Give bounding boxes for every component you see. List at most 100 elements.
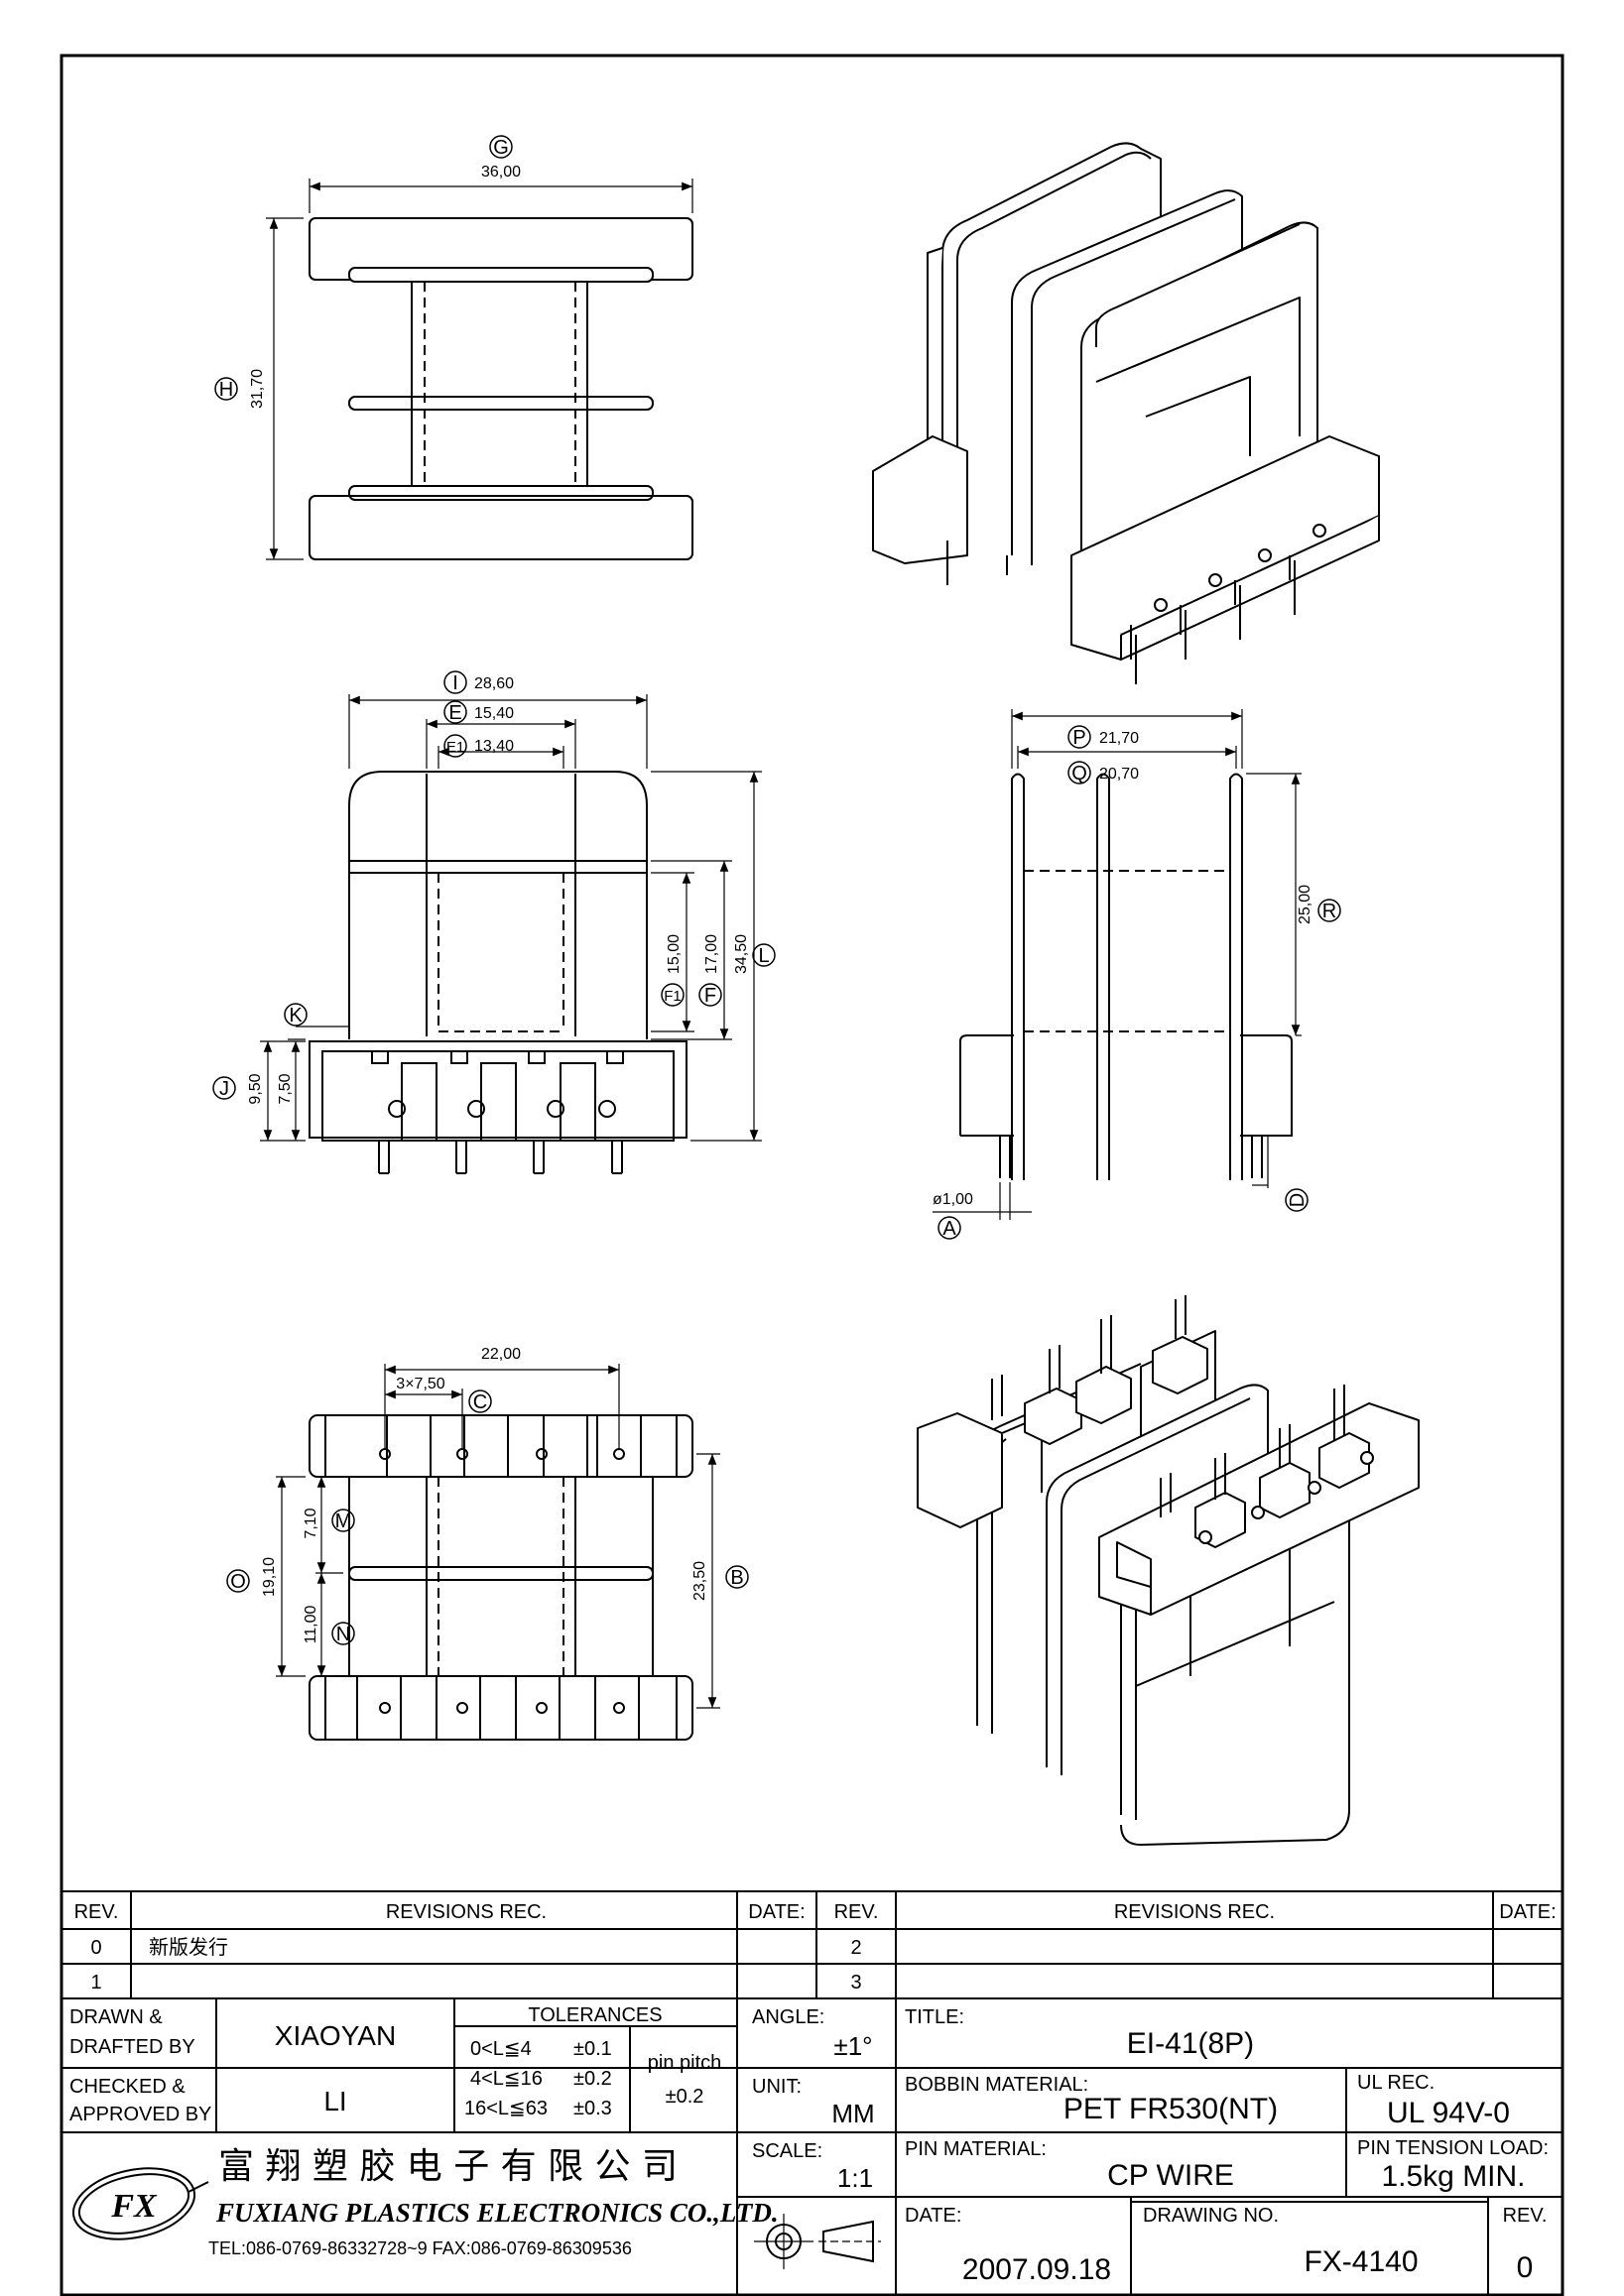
title-value: EI-41(8P) — [1127, 2027, 1254, 2060]
bobbin-value: PET FR530(NT) — [1063, 2093, 1278, 2125]
tol-row-2-range: 16<L≦63 — [464, 2098, 548, 2119]
rev-row-2-rev: 2 — [850, 1937, 861, 1959]
company-name-en: FUXIANG PLASTICS ELECTRONICS CO.,LTD. — [215, 2198, 779, 2228]
rev-row-0-rev: 0 — [90, 1937, 101, 1959]
tol-row-1-value: ±0.2 — [573, 2068, 612, 2090]
dim-o-bubble: O — [230, 1571, 246, 1593]
rev-label: REV. — [1503, 2205, 1548, 2227]
dim-l-value: 34,50 — [733, 934, 750, 974]
pin-pitch-value: ±0.2 — [666, 2086, 704, 2108]
dim-a-value: ø1,00 — [933, 1191, 973, 1208]
unit-value: MM — [831, 2099, 874, 2128]
drawn-label-1: DRAWN & — [69, 2006, 163, 2028]
company-name-cn: 富 翔 塑 胶 电 子 有 限 公 司 — [218, 2146, 678, 2187]
iso-view-top — [872, 142, 1380, 684]
angle-label: ANGLE: — [752, 2006, 824, 2028]
dim-q-value: 20,70 — [1099, 766, 1139, 783]
ul-label: UL REC. — [1357, 2072, 1435, 2094]
rev-header-left: REV. — [74, 1901, 119, 1923]
dim-g-value: 36,00 — [481, 164, 521, 181]
dim-j-value: 9,50 — [247, 1073, 264, 1104]
dim-i-bubble: I — [452, 672, 458, 694]
records-header-left: REVISIONS REC. — [386, 1901, 547, 1923]
dim-i-value: 28,60 — [474, 675, 514, 692]
dim-n-value: 11,00 — [303, 1605, 319, 1643]
dim-h-value: 31,70 — [249, 369, 266, 409]
company-contact: TEL:086-0769-86332728~9 FAX:086-0769-863… — [208, 2238, 632, 2258]
rev-value: 0 — [1517, 2251, 1534, 2284]
logo-text: FX — [110, 2188, 158, 2225]
pin-pitch-label: pin pitch — [648, 2052, 722, 2074]
dim-a-bubble: A — [942, 1218, 956, 1240]
title-label: TITLE: — [905, 2006, 964, 2028]
rev-row-0-record: 新版发行 — [149, 1936, 228, 1959]
drawn-label-2: DRAFTED BY — [69, 2036, 195, 2058]
dim-c-bubble: C — [473, 1391, 487, 1413]
checked-label-2: APPROVED BY — [69, 2104, 211, 2125]
front-view — [212, 670, 776, 1174]
projection-symbol — [754, 2214, 881, 2269]
records-header-right: REVISIONS REC. — [1114, 1901, 1275, 1923]
dim-p-bubble: P — [1072, 727, 1085, 749]
dim-j-bubble: J — [219, 1078, 229, 1100]
rev-row-3-rev: 3 — [850, 1972, 861, 1994]
dim-e-value: 15,40 — [474, 705, 514, 722]
sheet-border — [60, 54, 1564, 2296]
dim-f-bubble: F — [704, 985, 716, 1007]
dim-q-bubble: Q — [1071, 763, 1087, 785]
dim-r-bubble: R — [1322, 901, 1336, 922]
dim-g-bubble: G — [493, 137, 509, 159]
tol-row-1-range: 4<L≦16 — [470, 2068, 543, 2090]
dim-b-bubble: B — [730, 1567, 743, 1589]
date-header-right: DATE: — [1499, 1901, 1556, 1923]
dim-e1-bubble: E1 — [446, 739, 464, 756]
title-block-grid — [62, 1890, 1562, 2295]
scale-value: 1:1 — [837, 2163, 873, 2193]
ul-value: UL 94V-0 — [1387, 2097, 1510, 2129]
dim-l-bubble: L — [758, 945, 769, 967]
dim-m-value: 7,10 — [303, 1508, 319, 1538]
company-logo — [71, 2167, 209, 2240]
dim-o-value: 19,10 — [261, 1557, 278, 1597]
rev-row-1-rev: 1 — [90, 1972, 101, 1994]
pin-tension-value: 1.5kg MIN. — [1381, 2160, 1525, 2193]
dim-r-value: 25,00 — [1297, 885, 1313, 924]
dim-n-bubble: N — [336, 1624, 350, 1645]
dim-f1-bubble: F1 — [664, 988, 682, 1005]
drawing-no-value: FX-4140 — [1304, 2245, 1418, 2278]
rev-header-right: REV. — [834, 1901, 879, 1923]
dim-c-value: 3×7,50 — [396, 1376, 444, 1392]
date-header-left: DATE: — [748, 1901, 805, 1923]
bottom-view — [226, 1364, 749, 1741]
tol-row-0-value: ±0.1 — [573, 2038, 612, 2060]
dim-e1-value: 13,40 — [474, 738, 514, 755]
pin-material-value: CP WIRE — [1107, 2159, 1234, 2192]
checked-value: LI — [323, 2086, 346, 2116]
top-view — [214, 135, 693, 560]
date-value: 2007.09.18 — [962, 2253, 1111, 2286]
dim-p-value: 21,70 — [1099, 730, 1139, 747]
drawn-value: XIAOYAN — [275, 2020, 396, 2051]
dim-e-bubble: E — [448, 702, 461, 724]
iso-view-bottom — [917, 1295, 1420, 1846]
dim-k-bubble: K — [289, 1005, 303, 1027]
tol-row-0-range: 0<L≦4 — [470, 2038, 532, 2060]
side-view — [933, 709, 1341, 1240]
unit-label: UNIT: — [752, 2076, 802, 2098]
angle-value: ±1° — [833, 2031, 872, 2061]
pin-tension-label: PIN TENSION LOAD: — [1357, 2137, 1549, 2159]
checked-label-1: CHECKED & — [69, 2076, 186, 2098]
dim-k-value: 7,50 — [277, 1073, 294, 1104]
dim-m-bubble: M — [335, 1511, 352, 1532]
tol-row-2-value: ±0.3 — [573, 2098, 612, 2119]
pin-material-label: PIN MATERIAL: — [905, 2138, 1047, 2160]
dim-f1-value: 15,00 — [666, 934, 683, 974]
date-label: DATE: — [905, 2205, 961, 2227]
scale-label: SCALE: — [752, 2140, 822, 2162]
dim-span-value: 22,00 — [481, 1346, 521, 1363]
bobbin-label: BOBBIN MATERIAL: — [905, 2074, 1088, 2096]
tolerances-label: TOLERANCES — [528, 2004, 662, 2026]
dim-b-value: 23,50 — [691, 1561, 708, 1601]
drawing-no-label: DRAWING NO. — [1143, 2205, 1279, 2227]
